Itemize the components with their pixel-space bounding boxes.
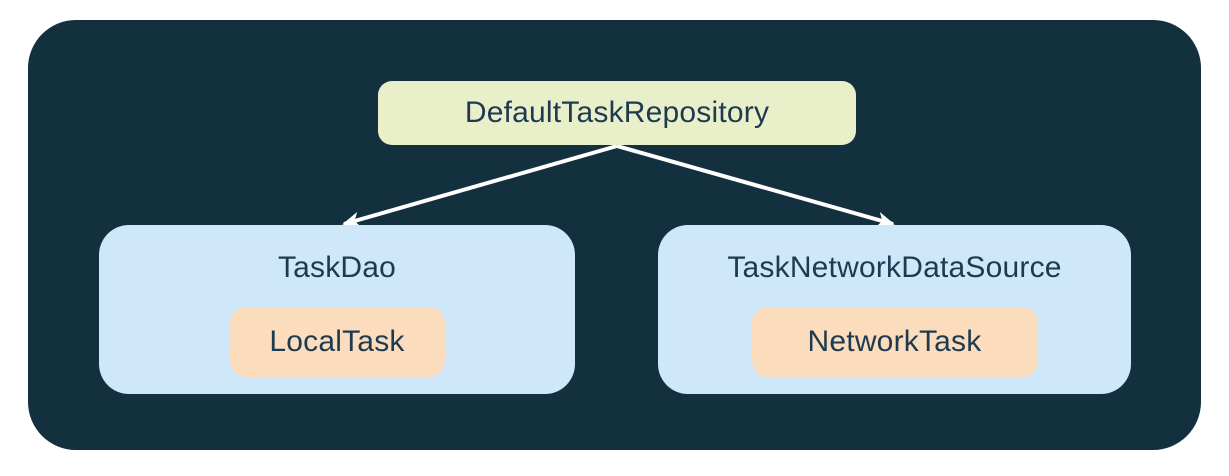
group-taskdao-title: TaskDao — [277, 251, 397, 284]
chip-localtask: LocalTask — [229, 307, 445, 377]
chip-networktask-label: NetworkTask — [807, 325, 982, 358]
group-tasknetworkdatasource: TaskNetworkDataSource NetworkTask — [658, 225, 1131, 394]
group-taskdao: TaskDao LocalTask — [99, 225, 575, 394]
chip-networktask: NetworkTask — [751, 307, 1038, 377]
chip-localtask-label: LocalTask — [269, 325, 405, 358]
node-default-task-repository: DefaultTaskRepository — [378, 81, 856, 145]
node-default-task-repository-label: DefaultTaskRepository — [464, 96, 770, 129]
group-tasknetworkdatasource-title: TaskNetworkDataSource — [727, 251, 1062, 284]
